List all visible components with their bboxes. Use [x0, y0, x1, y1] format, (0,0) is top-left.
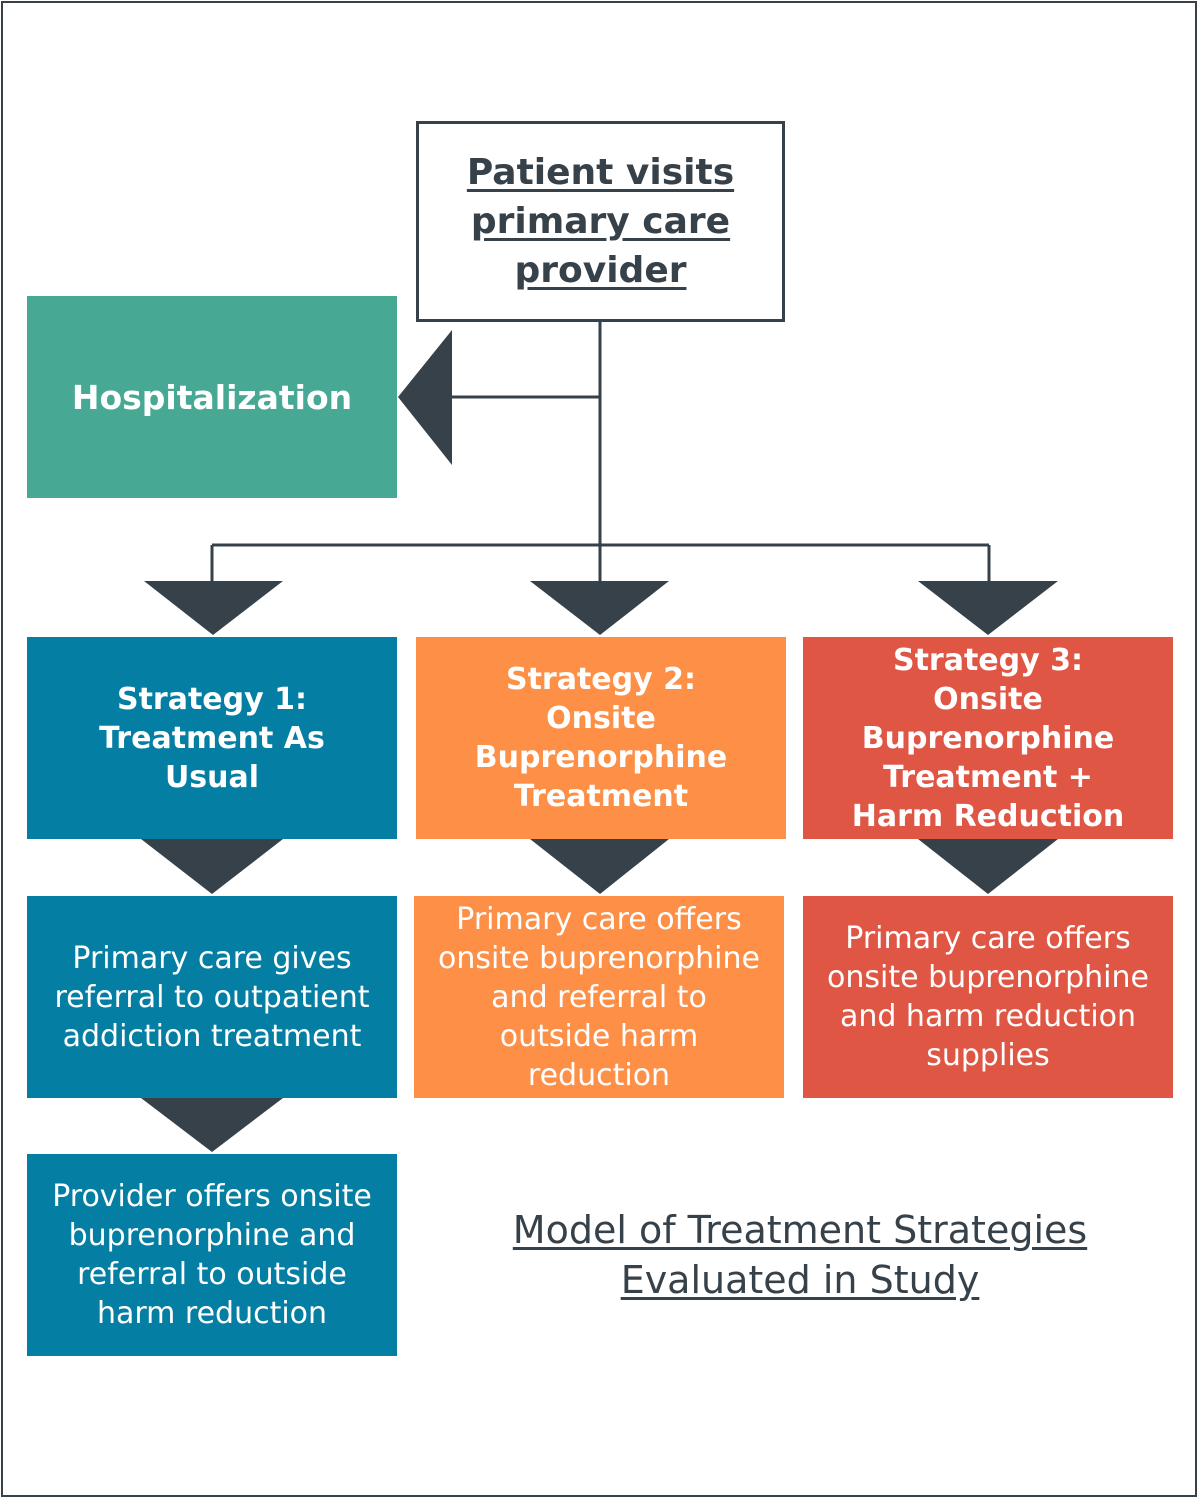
- strategy-2-description-box: Primary care offers onsite buprenorphine…: [414, 896, 784, 1098]
- hospitalization-box: Hospitalization: [27, 296, 397, 498]
- strategy-2-arrow-icon: [530, 581, 669, 635]
- strategy-1-box: Strategy 1: Treatment As Usual: [27, 637, 397, 839]
- strategy-2-description: Primary care offers onsite buprenorphine…: [438, 901, 760, 1093]
- start-node-box: Patient visits primary care provider: [416, 121, 785, 322]
- strategy-1-description: Primary care gives referral to outpatien…: [54, 940, 370, 1054]
- strategy-3-description-box: Primary care offers onsite buprenorphine…: [803, 896, 1173, 1098]
- strategy-2-box: Strategy 2: Onsite Buprenorphine Treatme…: [416, 637, 786, 839]
- hospitalization-arrow-icon: [398, 330, 452, 465]
- strategy-3-title: Strategy 3: Onsite Buprenorphine Treatme…: [851, 642, 1125, 834]
- strategy-1-followup-arrow-icon: [141, 1098, 283, 1152]
- strategy-1-down-arrow-icon: [141, 839, 283, 894]
- strategy-1-description-box: Primary care gives referral to outpatien…: [27, 896, 397, 1098]
- strategy-1-arrow-icon: [144, 581, 283, 635]
- strategy-3-description: Primary care offers onsite buprenorphine…: [827, 921, 1149, 1073]
- strategy-1-followup-box: Provider offers onsite buprenorphine and…: [27, 1154, 397, 1356]
- strategy-1-followup: Provider offers onsite buprenorphine and…: [52, 1179, 372, 1331]
- hospitalization-label: Hospitalization: [71, 377, 353, 417]
- strategy-2-down-arrow-icon: [530, 839, 669, 894]
- diagram-caption: Model of Treatment Strategies Evaluated …: [512, 1208, 1088, 1302]
- strategy-3-arrow-icon: [918, 581, 1058, 635]
- strategy-3-down-arrow-icon: [918, 839, 1058, 894]
- strategy-2-title: Strategy 2: Onsite Buprenorphine Treatme…: [474, 662, 728, 814]
- strategy-3-box: Strategy 3: Onsite Buprenorphine Treatme…: [803, 637, 1173, 839]
- start-node-label: Patient visits primary care provider: [466, 152, 735, 291]
- strategy-1-title: Strategy 1: Treatment As Usual: [99, 681, 325, 795]
